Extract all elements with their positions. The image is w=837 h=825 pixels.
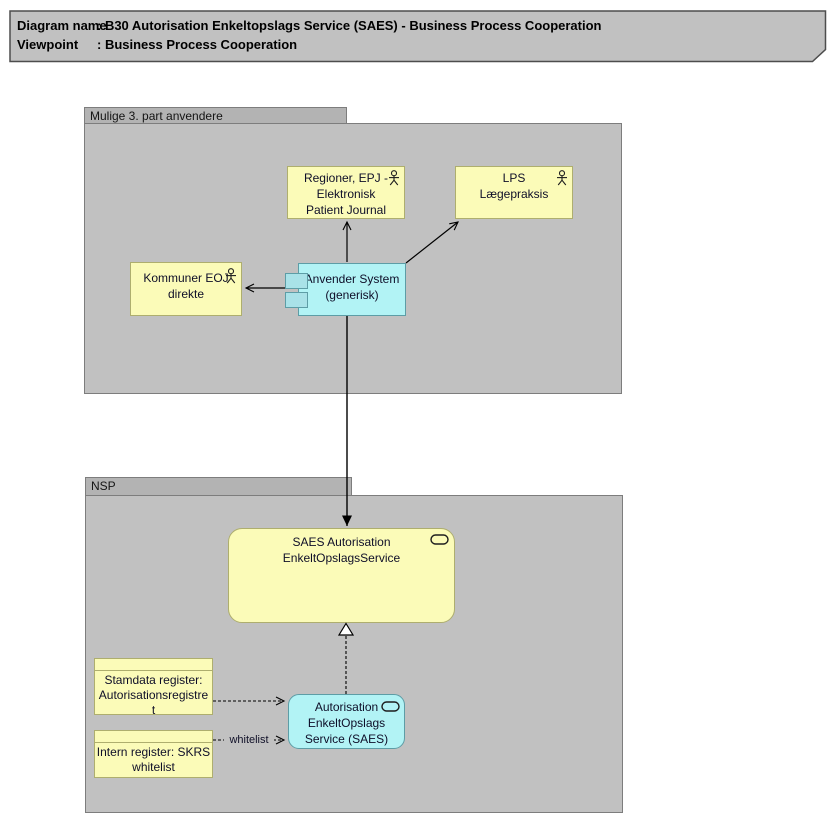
node-label-line: Autorisation (314, 700, 379, 714)
node-label-line: whitelist (132, 760, 175, 774)
title-note-shape (9, 10, 827, 63)
node-label-line: Intern register: SKRS (96, 745, 211, 759)
node-anvender-system[interactable]: Anvender System (generisk) (285, 263, 406, 316)
title-row-value: : B30 Autorisation Enkeltopslags Service… (97, 18, 602, 33)
title-row: Viewpoint : Business Process Cooperation (17, 35, 602, 54)
diagram-title-note: Diagram name : B30 Autorisation Enkeltop… (9, 10, 827, 63)
title-row-label: Diagram name (17, 18, 107, 33)
node-label-line: Regioner, EPJ - (303, 171, 389, 185)
node-regioner-epj[interactable]: Regioner, EPJ - Elektronisk Patient Jour… (287, 166, 405, 219)
business-actor-icon (388, 170, 400, 186)
group-label: Mulige 3. part anvendere (90, 109, 223, 123)
node-label-line: Stamdata register: (104, 673, 203, 687)
node-label-line: Elektronisk (316, 187, 376, 201)
service-icon (381, 701, 400, 712)
application-component-icon (285, 292, 308, 308)
node-label-line: Service (SAES) (304, 732, 389, 746)
node-label-line: direkte (167, 287, 205, 301)
title-row-label: Viewpoint (17, 37, 79, 52)
node-label-line: t (151, 703, 156, 717)
node-label-line: Lægepraksis (479, 187, 549, 201)
node-label-line: Patient Journal (305, 203, 387, 217)
group-tab-third-party[interactable]: Mulige 3. part anvendere (84, 107, 347, 123)
node-intern-register[interactable]: Intern register: SKRS whitelist (94, 730, 213, 778)
group-body-third-party[interactable] (84, 123, 622, 394)
title-text: Diagram name : B30 Autorisation Enkeltop… (17, 16, 602, 54)
node-label-line: (generisk) (325, 288, 379, 302)
node-autorisation-service[interactable]: Autorisation EnkeltOpslags Service (SAES… (288, 694, 405, 749)
node-kommuner-eoj[interactable]: Kommuner EOJ direkte (130, 262, 242, 316)
node-lps-laegepraksis[interactable]: LPS Lægepraksis (455, 166, 573, 219)
node-label-line: SAES Autorisation (292, 535, 391, 549)
application-component-icon (285, 273, 308, 289)
title-row-value: : Business Process Cooperation (97, 37, 298, 52)
business-object-icon (95, 731, 212, 743)
title-row: Diagram name : B30 Autorisation Enkeltop… (17, 16, 602, 35)
group-label: NSP (91, 479, 116, 493)
node-saes-service[interactable]: SAES Autorisation EnkeltOpslagsService (228, 528, 455, 623)
business-object-icon (95, 659, 212, 671)
business-actor-icon (225, 268, 237, 284)
business-actor-icon (556, 170, 568, 186)
node-label-line: LPS (502, 171, 526, 185)
service-icon (430, 534, 449, 545)
node-label-line: EnkeltOpslags (307, 716, 386, 730)
node-label-line: EnkeltOpslagsService (282, 551, 401, 565)
node-label-line: Anvender System (304, 272, 400, 286)
group-tab-nsp[interactable]: NSP (85, 477, 352, 495)
node-label-line: Autorisationsregistre (98, 688, 209, 702)
edge-label-whitelist: whitelist (224, 733, 274, 747)
node-stamdata-register[interactable]: Stamdata register: Autorisationsregistre… (94, 658, 213, 717)
node-label-line: Kommuner EOJ (143, 271, 229, 285)
